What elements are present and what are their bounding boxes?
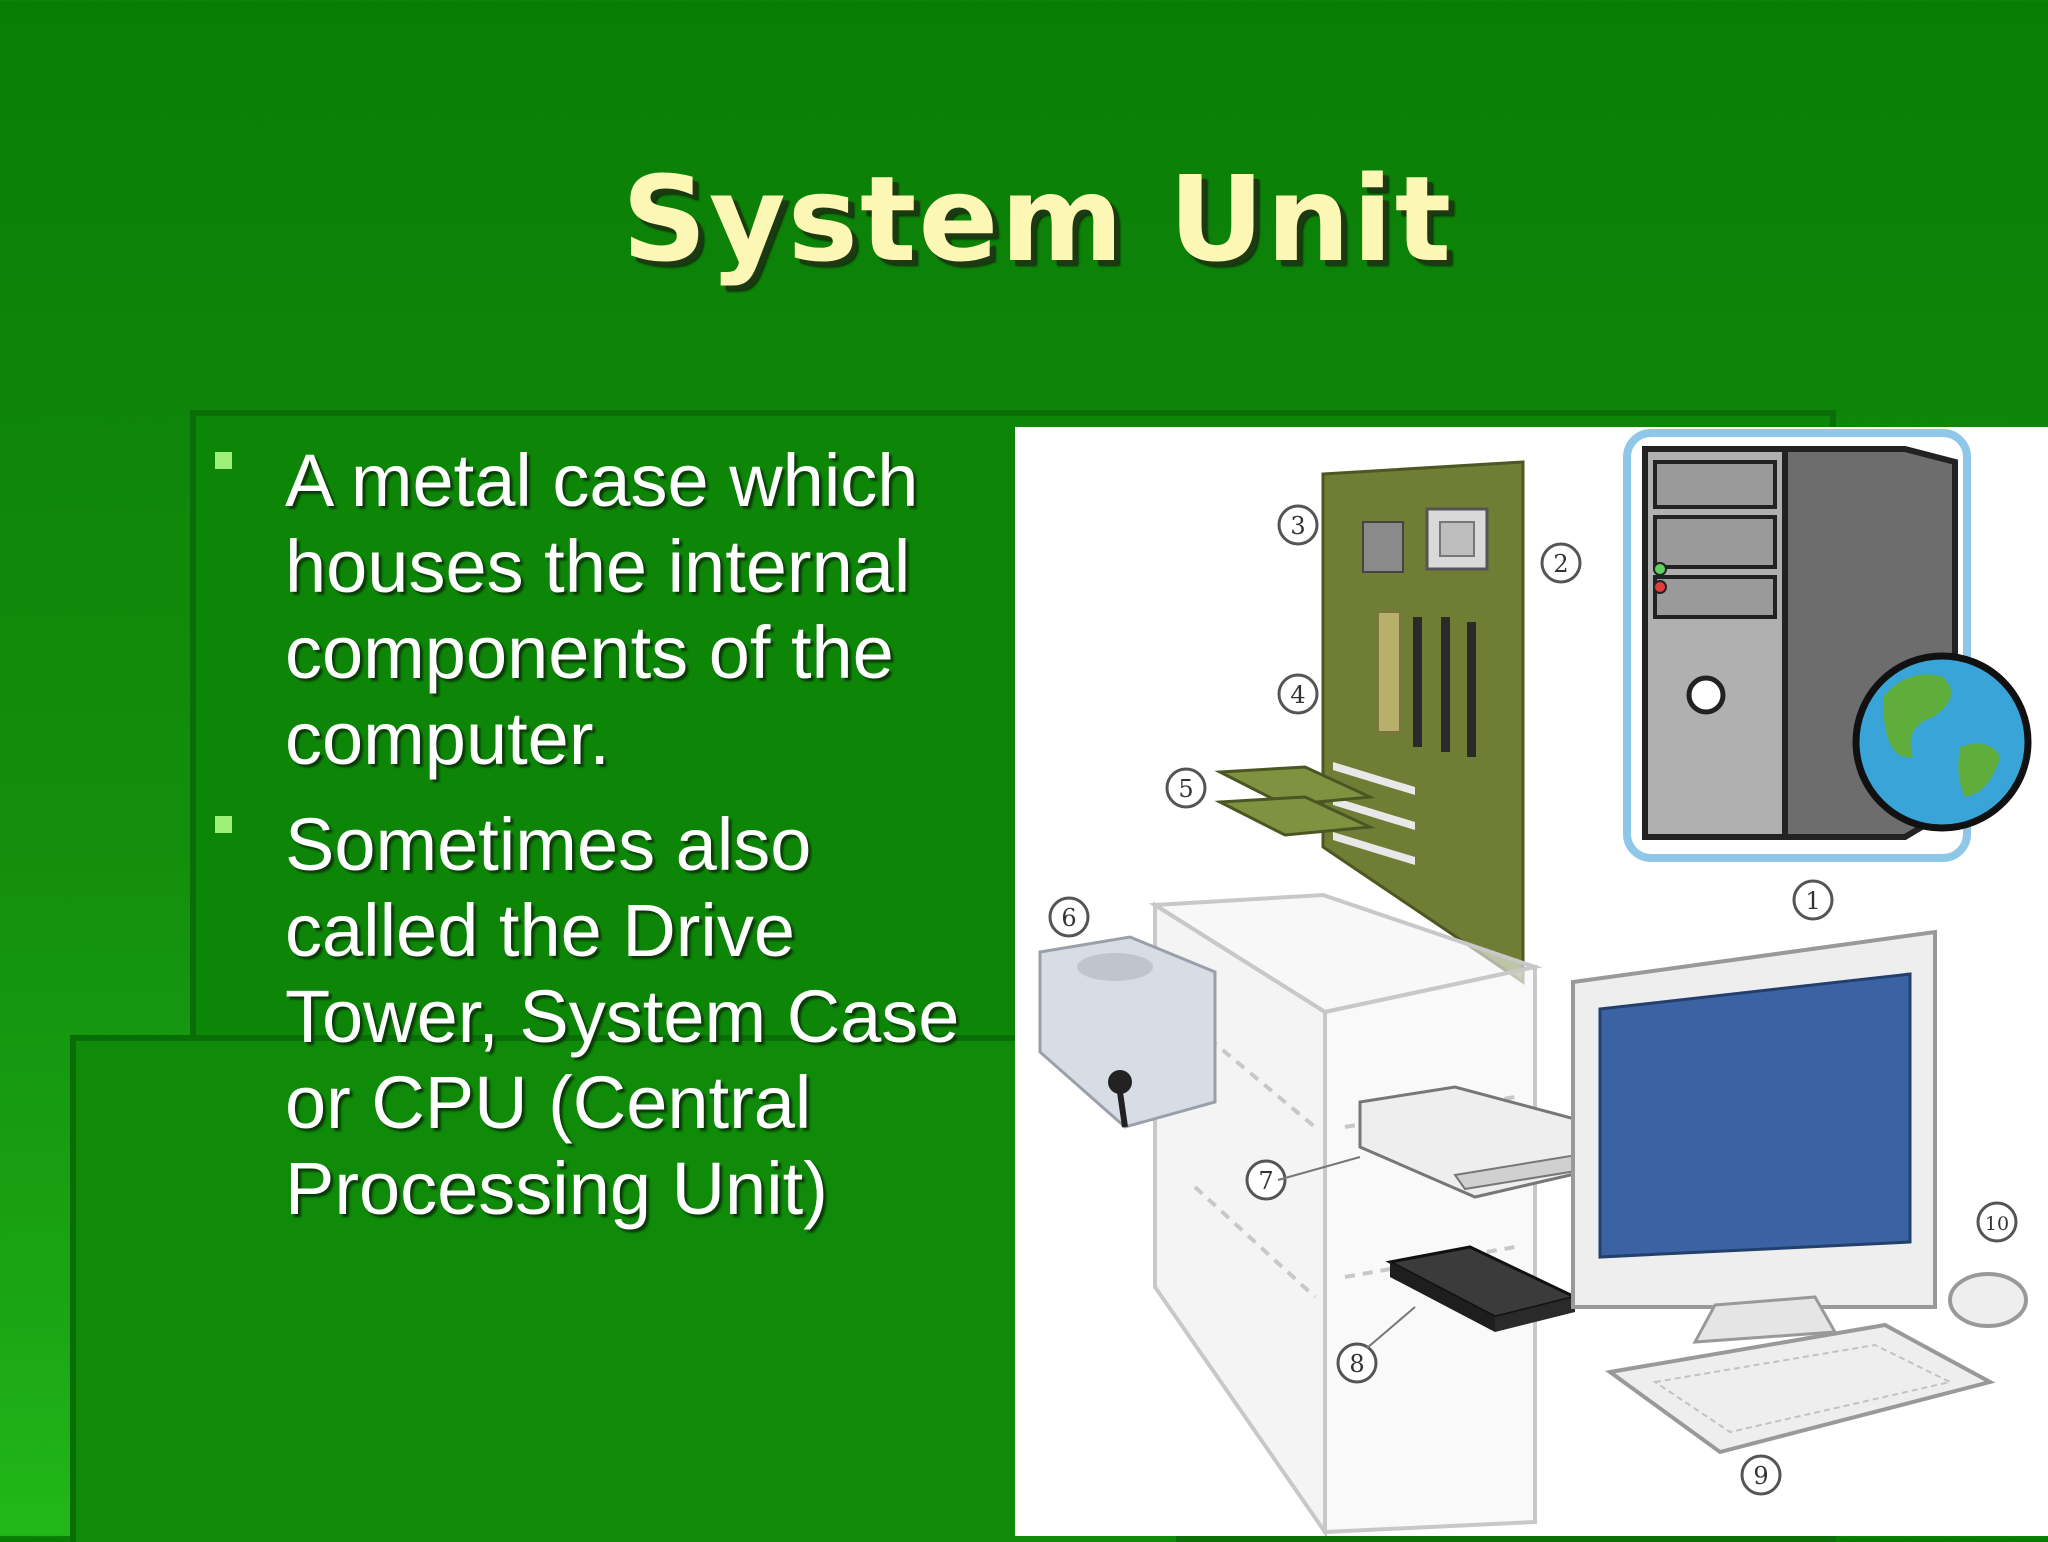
callout-label: 5 — [1178, 775, 1193, 803]
bullet-text: Sometimes also called the Drive Tower, S… — [285, 803, 960, 1230]
hard-drive-icon — [1385, 1245, 1580, 1332]
callout-label: 10 — [1985, 1213, 2009, 1235]
bullet-item: Sometimes also called the Drive Tower, S… — [215, 802, 1015, 1232]
bullet-text: A metal case which houses the internal c… — [285, 439, 919, 780]
callout-label: 4 — [1290, 681, 1305, 709]
callout-label: 7 — [1258, 1167, 1273, 1195]
motherboard-icon — [1321, 460, 1525, 985]
keyboard-icon — [1604, 1322, 1996, 1455]
callout-label: 3 — [1290, 512, 1305, 540]
computer-components-illustration: 1 2 3 4 5 6 7 8 9 10 — [1015, 427, 2048, 1536]
monitor-icon — [1571, 929, 1937, 1344]
computer-tower-globe-icon — [1623, 429, 2032, 862]
callout-label: 2 — [1553, 550, 1568, 578]
callout-label: 9 — [1753, 1462, 1768, 1490]
bullet-marker-icon — [215, 816, 232, 833]
callout-label: 8 — [1349, 1350, 1364, 1378]
slide-title: System Unit — [621, 150, 1454, 288]
callout-label: 1 — [1805, 887, 1820, 915]
bullet-list: A metal case which houses the internal c… — [215, 438, 1015, 1252]
content-panel-lower — [70, 1035, 1176, 1542]
expansion-card-icon — [1214, 765, 1376, 837]
mouse-icon — [1948, 1272, 2028, 1328]
power-supply-icon — [1038, 935, 1217, 1129]
callout-label: 6 — [1061, 904, 1076, 932]
bullet-marker-icon — [215, 452, 232, 469]
bullet-item: A metal case which houses the internal c… — [215, 438, 1015, 782]
